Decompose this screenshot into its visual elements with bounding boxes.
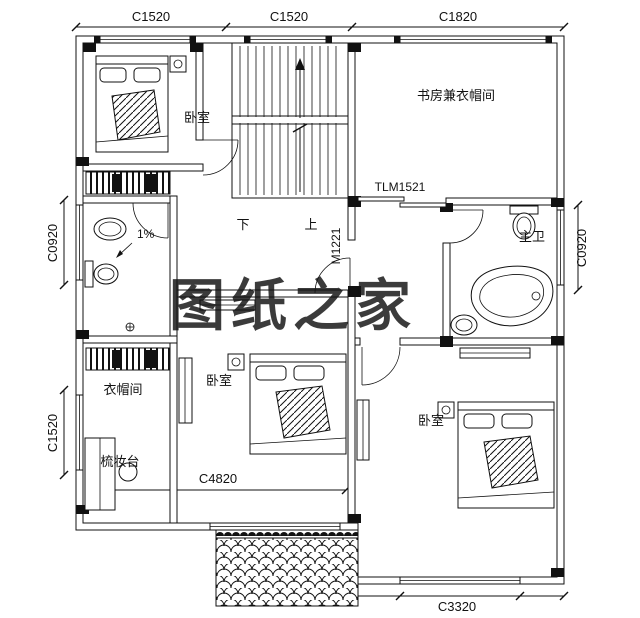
sliding-door-label: TLM1521	[375, 180, 426, 194]
dim-top-2: C1520	[270, 9, 308, 24]
dimension-bottom: C4820 C3320	[85, 471, 569, 614]
toilet-tank	[84, 260, 94, 288]
label-dresser: 梳妆台	[100, 454, 139, 469]
interior-walls	[82, 42, 565, 524]
dim-left-bottom: C1520	[45, 414, 60, 452]
door-label-m1221: M1221	[329, 227, 343, 264]
door-arc-master-bath	[449, 209, 484, 244]
label-study: 书房兼衣帽间	[417, 88, 495, 103]
closet-band-top	[85, 171, 171, 195]
doors: TLM1521 M1221	[132, 139, 484, 386]
door-arc-bath-left	[132, 202, 169, 239]
label-cloakroom: 衣帽间	[103, 382, 142, 397]
label-bedroom2: 卧室	[206, 373, 232, 388]
dressing-area	[84, 437, 138, 511]
toilet-icon-master	[512, 212, 536, 240]
dimension-right: C0920	[573, 200, 589, 295]
wardrobe-bedroom2	[178, 357, 193, 424]
slope-label: 1%	[137, 227, 155, 241]
windows	[75, 35, 565, 585]
closet-band-bottom	[85, 347, 171, 371]
nightstand-bedroom3	[437, 401, 455, 419]
nightstand-bedroom1	[169, 55, 187, 73]
dim-left-top: C0920	[45, 224, 60, 262]
stairs-up-label: 上	[304, 217, 317, 232]
door-arc-bedroom2	[314, 257, 351, 294]
nightstand-bedroom2	[227, 353, 245, 371]
sliding-door-leaf-1	[357, 196, 405, 202]
stairs-down-label: 下	[236, 217, 249, 232]
dim-bottom-right: C3320	[438, 599, 476, 614]
dim-bottom-left: C4820	[199, 471, 237, 486]
room-labels: 卧室 书房兼衣帽间 主卫 衣帽间 梳妆台 卧室 卧室	[100, 88, 545, 469]
dimension-top: C1520 C1520 C1820	[71, 9, 569, 32]
stairs: 下 上	[231, 42, 349, 232]
bathroom-left: 1%	[84, 217, 155, 332]
stool-icon	[118, 462, 138, 482]
bed-bedroom2	[227, 353, 347, 455]
dim-top-1: C1520	[132, 9, 170, 24]
label-bedroom3: 卧室	[418, 413, 444, 428]
toilet-icon	[93, 263, 119, 285]
door-arc-bedroom3	[361, 346, 401, 386]
door-arc-bedroom1	[202, 139, 239, 176]
label-bedroom1: 卧室	[184, 110, 210, 125]
dimension-left: C0920 C1520	[45, 195, 69, 480]
watermark-text: 图纸之家	[169, 274, 417, 337]
dim-top-3: C1820	[439, 9, 477, 24]
closets	[85, 171, 531, 461]
label-master-bath: 主卫	[519, 229, 545, 244]
sliding-door-leaf-2	[399, 202, 447, 208]
bathroom-master	[450, 205, 554, 336]
bed-bedroom3	[437, 401, 555, 509]
sink-icon-master	[450, 314, 478, 336]
dim-right: C0920	[574, 229, 589, 267]
stairs-up-arrow	[295, 58, 305, 70]
sink-icon	[93, 217, 127, 241]
watermark: 图纸之家	[169, 274, 417, 337]
roof-tiles	[215, 529, 359, 607]
bed-bedroom1	[95, 55, 187, 153]
